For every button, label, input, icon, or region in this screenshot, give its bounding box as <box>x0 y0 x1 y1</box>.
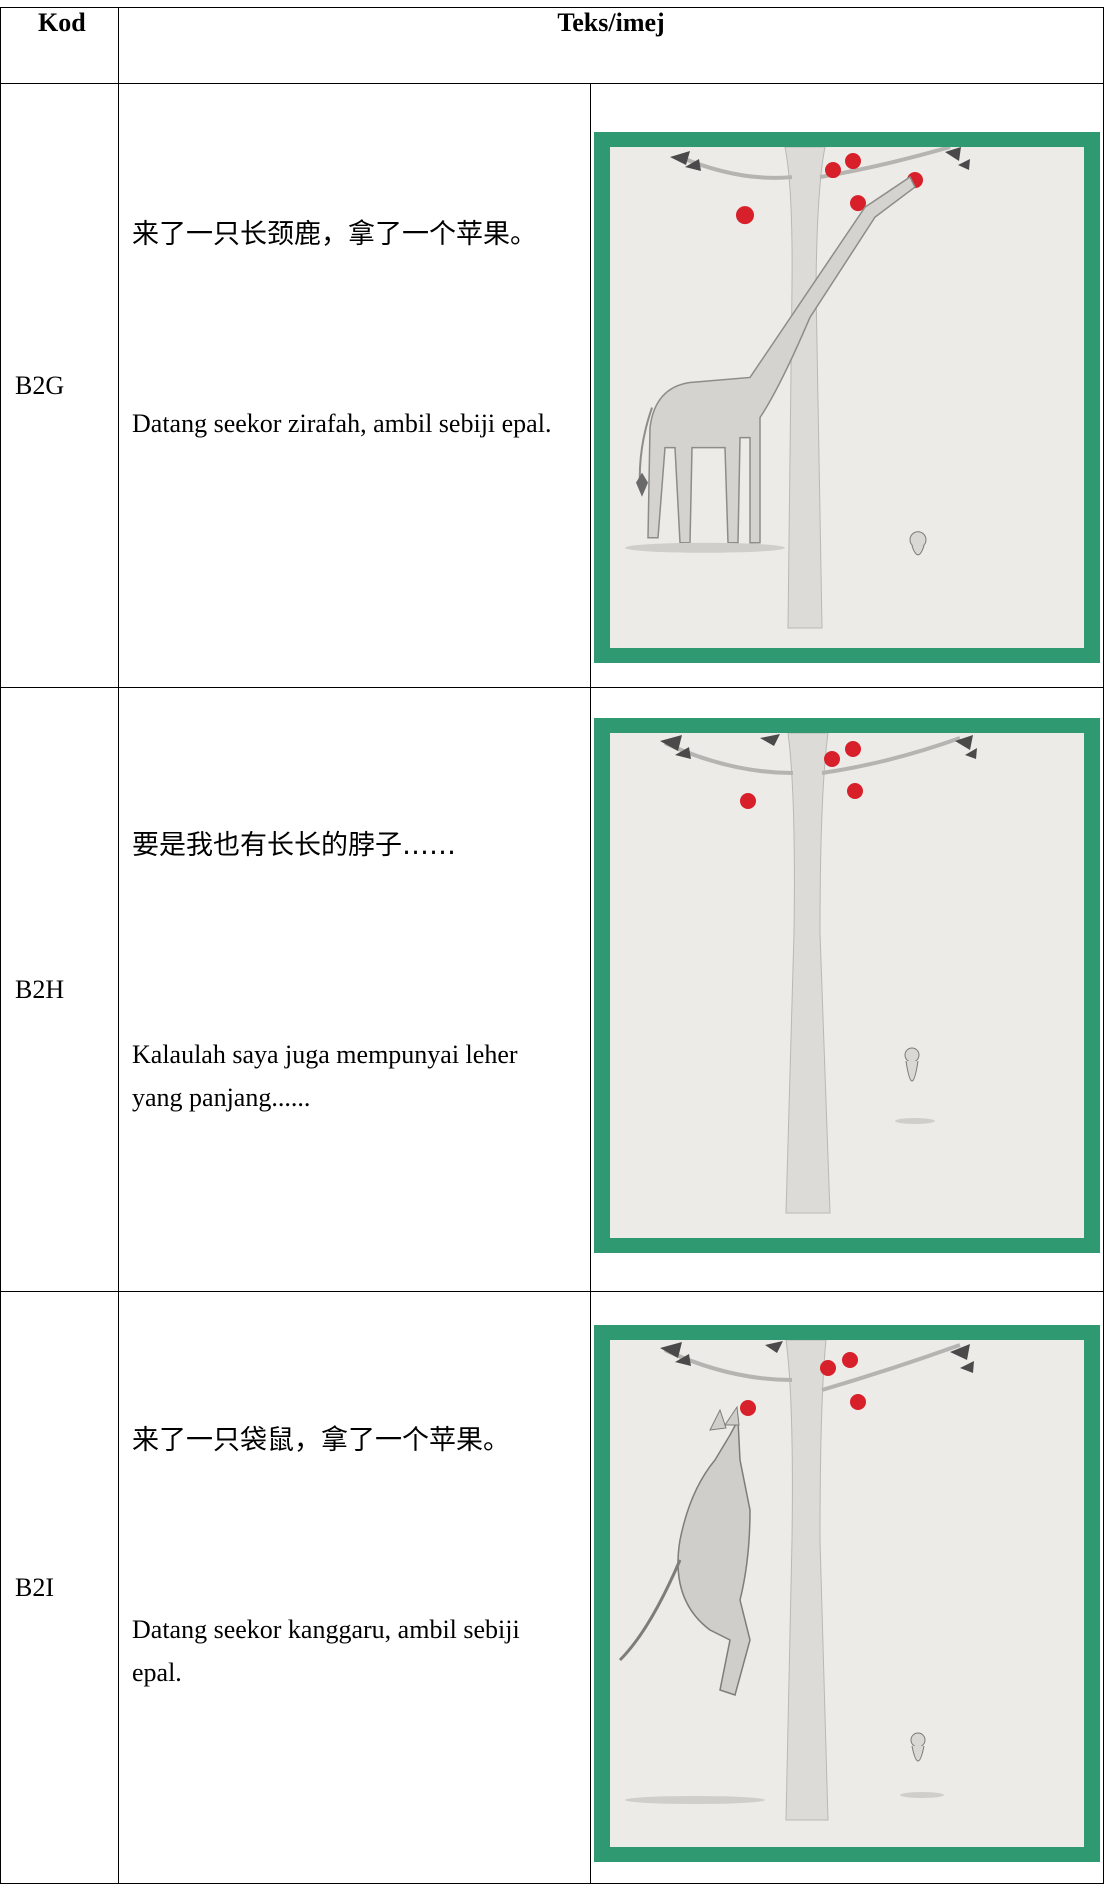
row-text-cell: 来了一只长颈鹿，拿了一个苹果。 Datang seekor zirafah, a… <box>118 83 591 688</box>
chinese-text: 来了一只长颈鹿，拿了一个苹果。 <box>132 219 537 250</box>
row-image-cell <box>589 1291 1104 1884</box>
chinese-text: 来了一只袋鼠，拿了一个苹果。 <box>132 1425 510 1456</box>
row-image-cell <box>589 83 1104 688</box>
illustration-mouse <box>594 718 1100 1253</box>
malay-text: Kalaulah saya juga mempunyai leher yang … <box>132 1040 518 1112</box>
header-teks-imej: Teks/imej <box>117 7 1104 84</box>
table-row: B2H 要是我也有长长的脖子…… Kalaulah saya juga memp… <box>0 687 1104 1292</box>
content-table: Kod Teks/imej B2G 来了一只长颈鹿，拿了一个苹果。 Datang… <box>0 7 1104 1884</box>
kangaroo-picture <box>610 1340 1084 1847</box>
malay-text: Datang seekor kanggaru, ambil sebiji epa… <box>132 1615 520 1687</box>
table-header-row: Kod Teks/imej <box>0 7 1104 84</box>
illustration-giraffe <box>594 132 1100 663</box>
malay-text: Datang seekor zirafah, ambil sebiji epal… <box>132 409 552 438</box>
row-code: B2I <box>0 1291 119 1884</box>
giraffe-picture <box>610 147 1084 648</box>
row-image-cell <box>589 687 1104 1292</box>
row-code: B2H <box>0 687 119 1292</box>
table-row: B2G 来了一只长颈鹿，拿了一个苹果。 Datang seekor zirafa… <box>0 83 1104 688</box>
illustration-kangaroo <box>594 1325 1100 1862</box>
row-text-cell: 来了一只袋鼠，拿了一个苹果。 Datang seekor kanggaru, a… <box>118 1291 591 1884</box>
row-text-cell: 要是我也有长长的脖子…… Kalaulah saya juga mempunya… <box>118 687 591 1292</box>
mouse-picture <box>610 733 1084 1238</box>
chinese-text: 要是我也有长长的脖子…… <box>132 830 456 861</box>
table-row: B2I 来了一只袋鼠，拿了一个苹果。 Datang seekor kanggar… <box>0 1291 1104 1884</box>
header-kod: Kod <box>0 7 119 84</box>
row-code: B2G <box>0 83 119 688</box>
